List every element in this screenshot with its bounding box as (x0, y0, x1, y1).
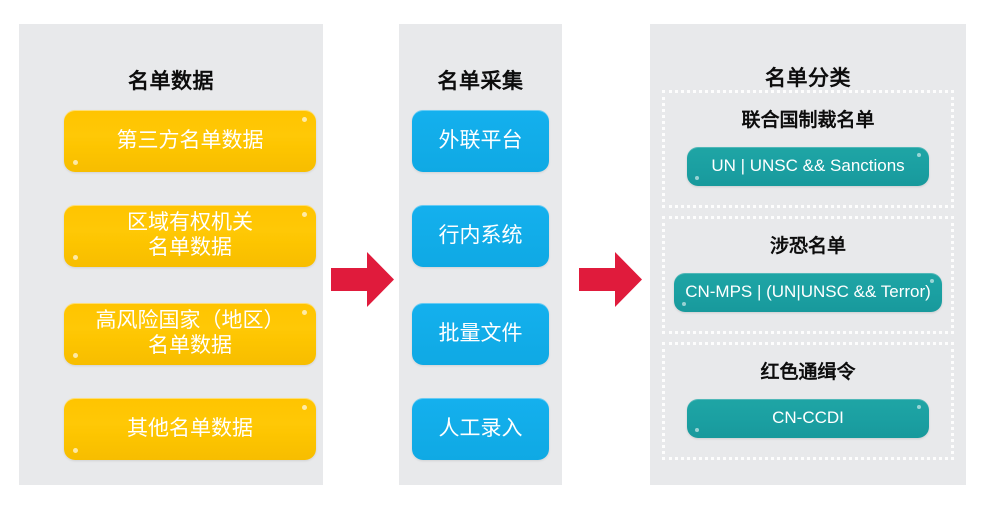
panel-title-list-data: 名单数据 (128, 70, 214, 93)
list-data-item-third-party[interactable]: 第三方名单数据 (64, 110, 316, 172)
classification-group-red-notice: 红色通缉令 CN-CCDI (662, 342, 954, 460)
list-data-item-regional-authority[interactable]: 区域有权机关 名单数据 (64, 205, 316, 267)
panel-list-data: 名单数据 第三方名单数据 区域有权机关 名单数据 高风险国家（地区） 名单数据 … (19, 24, 323, 485)
collection-item-internal-system[interactable]: 行内系统 (412, 205, 549, 267)
classification-group-title-red-notice: 红色通缉令 (760, 362, 856, 383)
classification-group-title-terror: 涉恐名单 (769, 236, 846, 257)
arrow-source-to-collect-icon (331, 252, 394, 307)
collection-item-manual-entry[interactable]: 人工录入 (412, 398, 549, 460)
classification-tag-red-notice[interactable]: CN-CCDI (687, 399, 929, 438)
collection-item-batch-file[interactable]: 批量文件 (412, 303, 549, 365)
classification-tag-terror[interactable]: CN-MPS | (UN|UNSC && Terror) (674, 273, 942, 312)
panel-title-list-classification: 名单分类 (765, 67, 851, 90)
collection-item-external-platform[interactable]: 外联平台 (412, 110, 549, 172)
panel-list-collection: 名单采集 外联平台 行内系统 批量文件 人工录入 (399, 24, 562, 485)
classification-tag-un-sanctions[interactable]: UN | UNSC && Sanctions (687, 147, 929, 186)
classification-group-title-un-sanctions: 联合国制裁名单 (741, 110, 875, 131)
classification-group-un-sanctions: 联合国制裁名单 UN | UNSC && Sanctions (662, 90, 954, 208)
list-data-item-other[interactable]: 其他名单数据 (64, 398, 316, 460)
classification-group-terror: 涉恐名单 CN-MPS | (UN|UNSC && Terror) (662, 216, 954, 334)
panel-title-list-collection: 名单采集 (437, 70, 524, 93)
list-data-item-high-risk-country[interactable]: 高风险国家（地区） 名单数据 (64, 303, 316, 365)
arrow-collect-to-classify-icon (579, 252, 642, 307)
panel-list-classification: 名单分类 联合国制裁名单 UN | UNSC && Sanctions 涉恐名单… (650, 24, 966, 485)
